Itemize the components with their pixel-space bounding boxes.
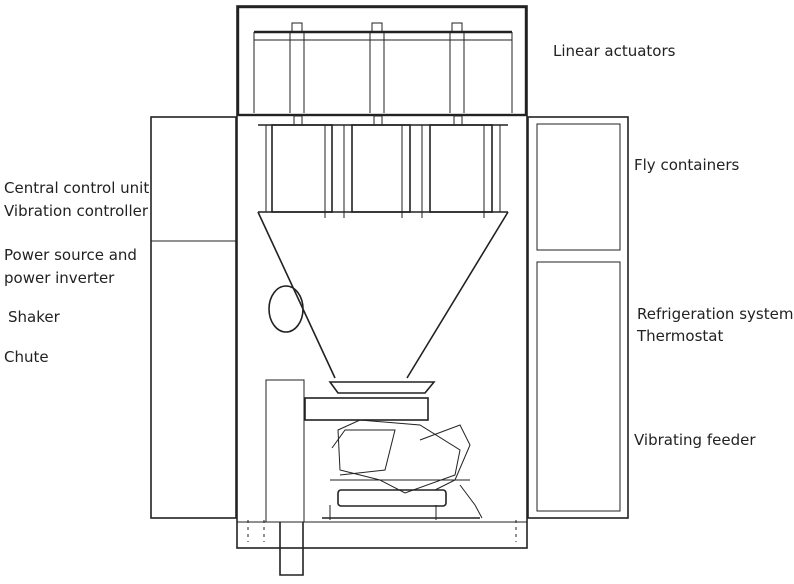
- right-side-panel: [527, 116, 629, 519]
- label-chute: Chute: [4, 348, 49, 366]
- label-refrigeration-system: Refrigeration system: [637, 305, 794, 323]
- label-power-source-line2: power inverter: [4, 269, 115, 287]
- label-linear-actuators: Linear actuators: [553, 42, 676, 60]
- fly-container-3: [421, 115, 501, 218]
- actuator-housing: [236, 5, 528, 117]
- main-cabinet: [236, 5, 528, 549]
- label-vibration-controller: Vibration controller: [4, 202, 149, 220]
- label-central-control-unit: Central control unit: [4, 179, 150, 197]
- funnel-mouth: [328, 381, 436, 394]
- label-vibrating-feeder: Vibrating feeder: [634, 431, 756, 449]
- linear-actuator-3: [449, 22, 465, 113]
- funnel: [257, 211, 509, 379]
- linear-actuator-2: [369, 22, 385, 113]
- chute: [265, 379, 305, 576]
- label-power-source-line1: Power source and: [4, 246, 137, 264]
- linear-actuator-1: [289, 22, 305, 113]
- label-shaker: Shaker: [8, 308, 60, 326]
- vibrating-feeder: [304, 397, 483, 520]
- fly-container-1: [265, 115, 333, 218]
- left-side-panel: [150, 116, 237, 519]
- fly-container-2: [343, 115, 411, 218]
- label-fly-containers: Fly containers: [634, 156, 740, 174]
- label-thermostat: Thermostat: [637, 327, 724, 345]
- shaker: [268, 285, 304, 333]
